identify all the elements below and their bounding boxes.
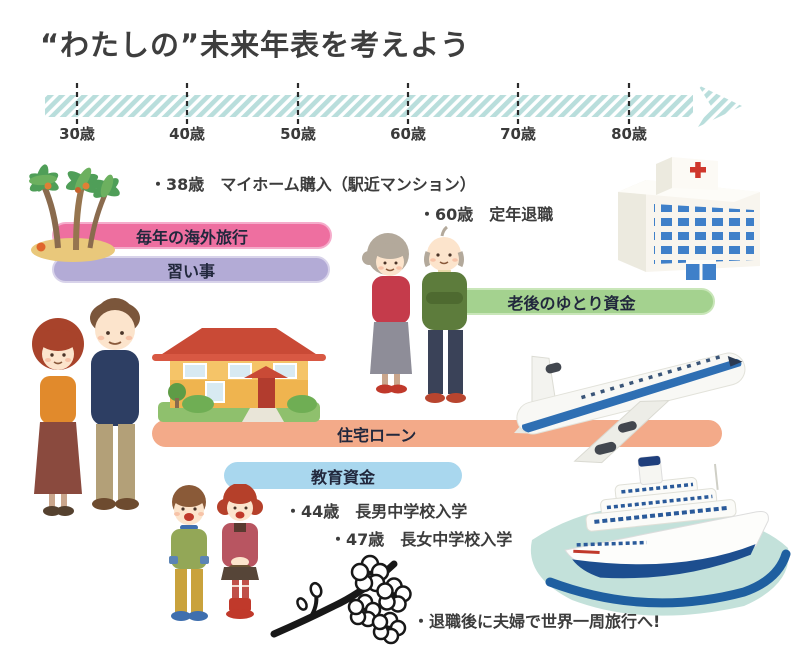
timeline-ticks [75,83,631,132]
bar-education-fund: 教育資金 [224,462,462,489]
timeline-arrow [45,83,742,132]
note-retirement: ・60歳 定年退職 [419,205,554,224]
elderly-couple-icon [362,226,467,403]
tick-label-50: 50歳 [280,125,316,143]
children-icon [169,484,263,621]
bar-lessons: 習い事 [52,256,330,283]
note-son-school: ・44歳 長男中学校入学 [285,502,468,521]
timeline-arrowhead [698,85,742,127]
family-couple-icon [32,298,140,516]
note-home-purchase: ・38歳 マイホーム購入（駅近マンション） [150,175,476,194]
hospital-icon [618,157,760,280]
note-world-trip: ・退職後に夫婦で世界一周旅行へ! [413,612,661,631]
tick-label-80: 80歳 [611,125,647,143]
note-daughter-school: ・47歳 長女中学校入学 [330,530,513,549]
airplane-icon [514,352,746,464]
tick-label-40: 40歳 [169,125,205,143]
palm-trees-icon [29,164,120,262]
tick-label-60: 60歳 [390,125,426,143]
house-icon [152,328,326,422]
tick-label-30: 30歳 [59,125,95,143]
bar-retirement-fund: 老後のゆとり資金 [428,288,715,315]
tick-label-70: 70歳 [500,125,536,143]
timeline-bar [45,95,693,117]
cruise-ship-icon [530,455,791,616]
cherry-blossom-icon [270,554,412,645]
page-title: “わたしの”未来年表を考えよう [40,28,471,62]
